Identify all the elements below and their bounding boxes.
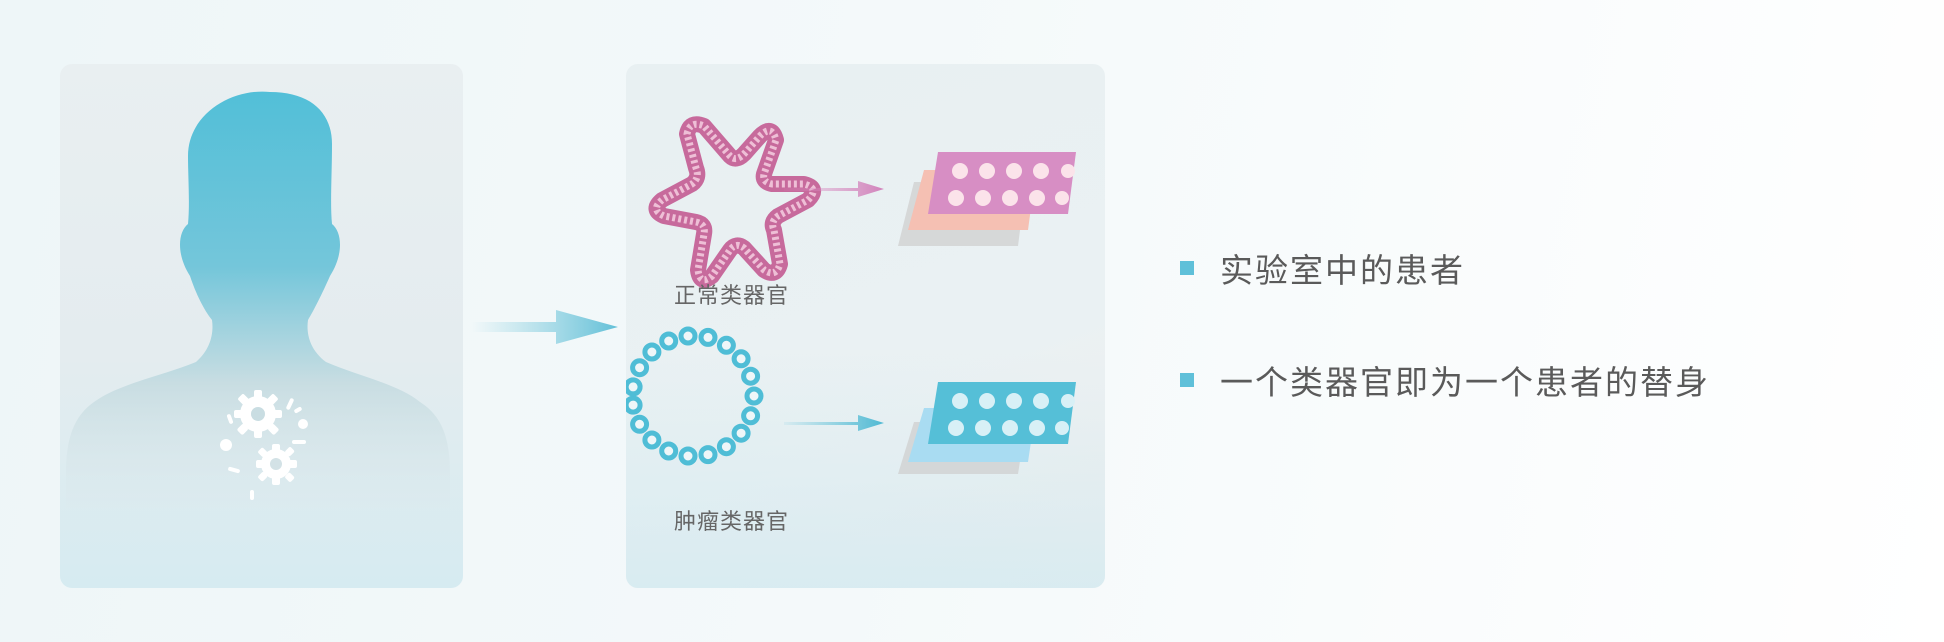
bullet-item: 一个类器官即为一个患者的替身 bbox=[1180, 356, 1710, 404]
bullet-text: 一个类器官即为一个患者的替身 bbox=[1220, 363, 1710, 402]
bullet-square-icon bbox=[1180, 373, 1194, 387]
gear-icon bbox=[234, 390, 282, 438]
patient-silhouette-icon bbox=[66, 91, 450, 508]
bullet-item: 实验室中的患者 bbox=[1180, 244, 1465, 292]
normal-organoid-icon bbox=[648, 116, 822, 288]
arrow-icon bbox=[784, 415, 884, 431]
normal-well-plate-icon bbox=[898, 152, 1076, 246]
patient-panel bbox=[60, 64, 463, 588]
tumor-well-plate-icon bbox=[898, 382, 1076, 474]
tumor-organoid-icon bbox=[626, 326, 764, 466]
bullet-square-icon bbox=[1180, 261, 1194, 275]
organoid-panel: 正常类器官 肿瘤类器官 bbox=[626, 64, 1105, 588]
normal-organoid-label: 正常类器官 bbox=[674, 284, 790, 309]
bullet-text: 实验室中的患者 bbox=[1220, 251, 1465, 290]
arrow-icon bbox=[784, 181, 884, 197]
tumor-organoid-label: 肿瘤类器官 bbox=[674, 510, 790, 535]
